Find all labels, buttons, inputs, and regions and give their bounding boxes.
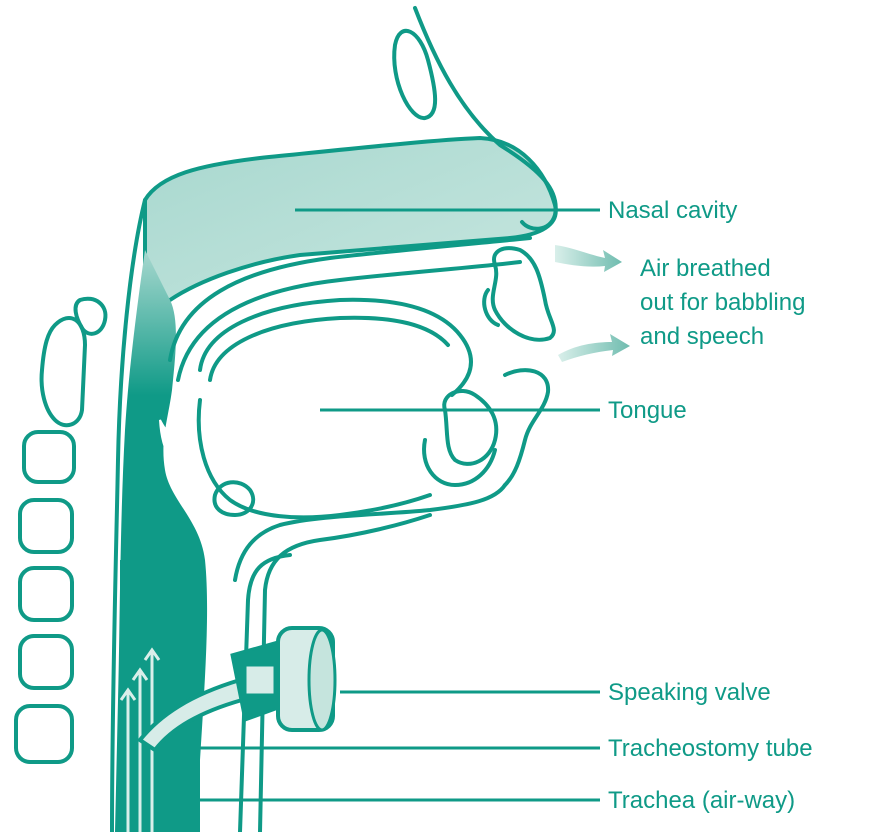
mouth-floor: [199, 400, 430, 517]
vertebra-2: [20, 500, 72, 552]
hyoid: [214, 482, 253, 515]
label-air-line-1: Air breathed: [640, 255, 771, 282]
vertebra-1: [24, 432, 74, 482]
air-arrow-nose: [555, 245, 622, 272]
vertebra-5: [16, 706, 72, 762]
label-tongue: Tongue: [608, 397, 687, 424]
vertebra-top: [42, 318, 85, 425]
lower-tooth: [444, 391, 496, 464]
label-nasal-cavity: Nasal cavity: [608, 197, 737, 224]
vertebra-3: [20, 568, 72, 620]
vertebra-process: [76, 299, 106, 334]
label-speaking-valve: Speaking valve: [608, 679, 771, 706]
label-air-line-2: out for babbling: [640, 289, 805, 316]
upper-lip: [493, 248, 554, 340]
vertebra-4: [20, 636, 72, 688]
trachea-airflow: [120, 560, 160, 832]
air-arrow-mouth: [558, 334, 630, 362]
label-air-line-3: and speech: [640, 323, 764, 350]
lower-lip: [505, 370, 548, 485]
label-trachea: Trachea (air-way): [608, 787, 795, 814]
spine: [16, 299, 105, 762]
tongue-inner: [210, 318, 448, 380]
label-tracheostomy-tube: Tracheostomy tube: [608, 735, 813, 762]
epiglottis: [160, 420, 190, 470]
tongue-top: [200, 300, 471, 395]
palate-lower: [178, 262, 520, 380]
